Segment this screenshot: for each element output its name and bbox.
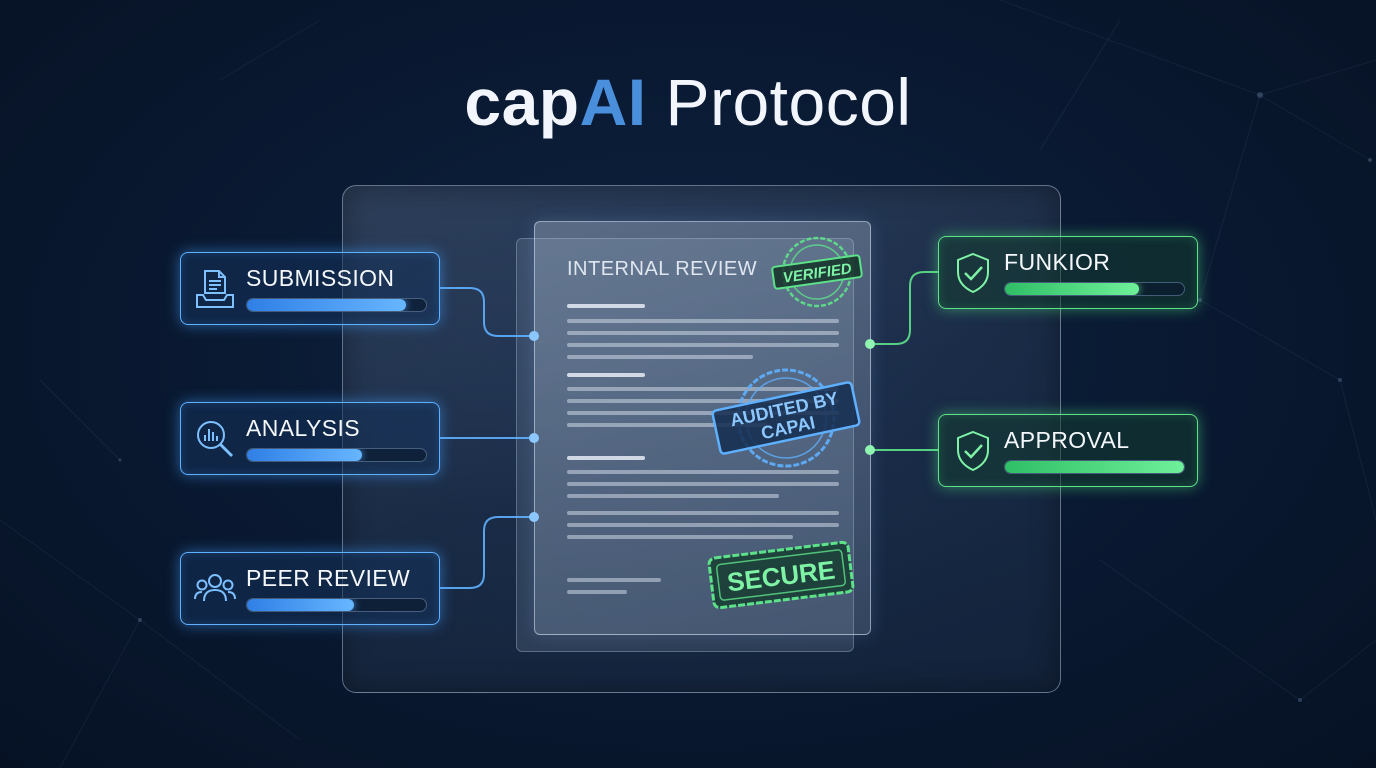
shield-check-icon bbox=[957, 430, 989, 472]
document-line bbox=[567, 456, 645, 460]
shield-check-icon bbox=[957, 252, 989, 294]
stage-label: PEER REVIEW bbox=[246, 565, 411, 591]
stage-progress-fill bbox=[247, 599, 355, 611]
document-line bbox=[567, 535, 793, 539]
stage-card-analysis: ANALYSIS bbox=[180, 402, 440, 475]
document-heading: INTERNAL REVIEW bbox=[567, 258, 758, 280]
stage-card-submission: SUBMISSION bbox=[180, 252, 440, 325]
document-tray-icon bbox=[196, 270, 234, 308]
title-part-ai: AI bbox=[579, 65, 647, 139]
stage-progress-track bbox=[246, 448, 427, 462]
stage-progress-fill bbox=[1005, 283, 1140, 295]
title-part-cap: cap bbox=[464, 65, 580, 139]
audited-stamp: AUDITED BY CAPAI bbox=[711, 368, 861, 468]
document-line bbox=[567, 511, 839, 515]
verified-stamp: VERIFIED bbox=[771, 236, 863, 308]
internal-review-document: INTERNAL REVIEW VERIFIED AUDITED BY bbox=[534, 221, 871, 635]
document-line bbox=[567, 373, 645, 377]
stage-progress-track bbox=[246, 598, 427, 612]
document-line bbox=[567, 387, 839, 391]
stage-label: SUBMISSION bbox=[246, 265, 395, 291]
page-title: capAI Protocol bbox=[0, 62, 1376, 142]
stage-progress-track bbox=[246, 298, 427, 312]
magnifier-chart-icon bbox=[197, 421, 234, 458]
stage-progress-fill bbox=[247, 449, 362, 461]
document-line bbox=[567, 590, 627, 594]
stage-label: APPROVAL bbox=[1004, 427, 1130, 453]
stage-label: ANALYSIS bbox=[246, 415, 360, 441]
stage-card-funkior: FUNKIOR bbox=[938, 236, 1198, 309]
title-part-protocol: Protocol bbox=[646, 65, 912, 139]
document-line bbox=[567, 423, 767, 427]
people-group-icon bbox=[194, 574, 236, 602]
secure-stamp: SECURE bbox=[707, 540, 855, 610]
stage-progress-fill bbox=[1005, 461, 1184, 473]
document-line bbox=[567, 411, 839, 415]
stage-label: FUNKIOR bbox=[1004, 249, 1111, 275]
document-line bbox=[567, 523, 839, 527]
document-line bbox=[567, 355, 753, 359]
document-line bbox=[567, 482, 839, 486]
document-line bbox=[567, 343, 839, 347]
document-line bbox=[567, 494, 779, 498]
document-line bbox=[567, 331, 839, 335]
document-line bbox=[567, 470, 839, 474]
stage-card-approval: APPROVAL bbox=[938, 414, 1198, 487]
stage-progress-track bbox=[1004, 282, 1185, 296]
stage-card-peer-review: PEER REVIEW bbox=[180, 552, 440, 625]
document-line bbox=[567, 399, 839, 403]
stage-progress-track bbox=[1004, 460, 1185, 474]
document-line bbox=[567, 319, 839, 323]
stage-progress-fill bbox=[247, 299, 407, 311]
document-line bbox=[567, 304, 645, 308]
document-line bbox=[567, 578, 661, 582]
